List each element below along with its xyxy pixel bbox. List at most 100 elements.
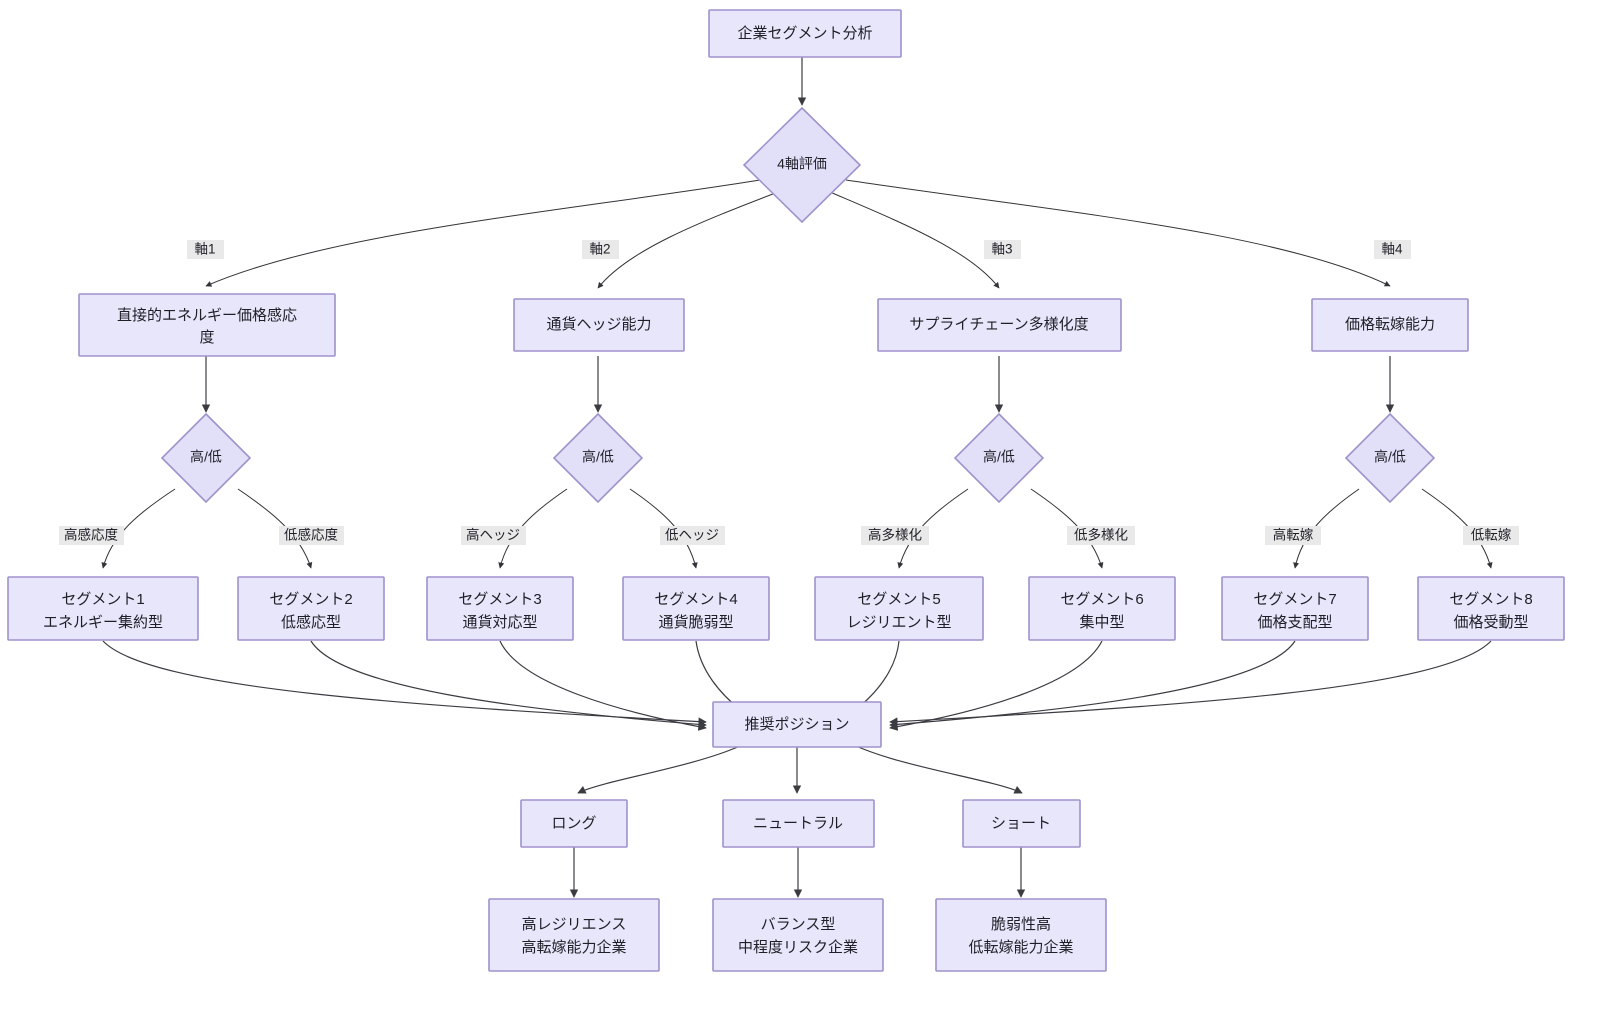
node-position-long[interactable]: ロング [520,799,628,848]
node-segment-6-line2: 集中型 [1079,614,1124,631]
node-axis-4[interactable]: 価格転嫁能力 [1311,298,1469,352]
node-axis-2[interactable]: 通貨ヘッジ能力 [513,298,685,352]
edge-label-branch-2: 低感応度 [279,526,344,545]
node-outcome-3-line1: 脆弱性高 [991,915,1051,933]
node-position-neutral[interactable]: ニュートラル [722,799,875,848]
edge-decision3-to-seg6 [1030,488,1104,569]
edge-decision2-to-seg4 [629,488,698,569]
node-segment-2[interactable]: セグメント2 低感応型 [237,576,385,641]
edge-label-axis4-text: 軸4 [1381,242,1403,257]
edge-seg5-to-position [853,640,900,712]
node-recommended-position[interactable]: 推奨ポジション [712,701,882,748]
edge-label-axis1: 軸1 [187,240,224,259]
node-position-long-label: ロング [551,815,596,832]
node-axis-2-label: 通貨ヘッジ能力 [546,316,651,333]
edge-seg4-to-position [695,640,743,712]
edge-position-to-short [855,745,1023,794]
node-decision-4[interactable]: 高/低 [1344,412,1436,504]
edge-label-branch-7: 高転嫁 [1265,526,1321,545]
edge-label-branch-4-text: 低ヘッジ [665,528,719,543]
edge-label-branch-1-text: 高感応度 [64,527,118,543]
edge-decision1-to-seg1 [101,488,176,569]
node-segment-2-line1: セグメント2 [269,591,352,608]
node-decision-3-label: 高/低 [983,449,1015,465]
edge-label-branch-3: 高ヘッジ [461,526,526,545]
edge-root-to-axis2 [597,191,779,289]
edge-seg7-to-position [889,640,1296,729]
edge-label-branch-4: 低ヘッジ [660,526,725,545]
edge-root-to-axis1 [205,179,761,287]
node-segment-5[interactable]: セグメント5 レジリエント型 [814,576,984,641]
node-segment-3-line1: セグメント3 [458,591,541,608]
node-outcome-2-line1: バランス型 [761,916,836,933]
edge-label-branch-5: 高多様化 [861,526,929,545]
node-title[interactable]: 企業セグメント分析 [708,9,902,58]
edge-label-axis2-text: 軸2 [589,242,610,257]
edge-seg6-to-position [889,640,1103,731]
node-position-short-label: ショート [991,815,1051,832]
edge-position-to-long [577,745,741,794]
node-axis-4-label: 価格転嫁能力 [1345,316,1435,333]
node-segment-1[interactable]: セグメント1 エネルギー集約型 [7,576,199,641]
node-decision-2-label: 高/低 [582,449,614,465]
node-decision-1[interactable]: 高/低 [160,412,252,504]
node-segment-8-line1: セグメント8 [1449,591,1532,608]
node-segment-1-line1: セグメント1 [61,591,144,608]
edge-decision1-to-seg2 [237,488,313,569]
node-decision-2[interactable]: 高/低 [552,412,644,504]
node-segment-6[interactable]: セグメント6 集中型 [1028,576,1176,641]
edge-label-axis3: 軸3 [984,240,1021,259]
node-axis-3[interactable]: サプライチェーン多様化度 [877,298,1122,352]
node-recommended-position-label: 推奨ポジション [744,716,849,733]
edge-label-branch-8-text: 低転嫁 [1471,528,1512,543]
node-axis-1[interactable]: 直接的エネルギー価格感応 度 [78,293,336,357]
edge-label-branch-7-text: 高転嫁 [1273,527,1314,543]
node-title-label: 企業セグメント分析 [737,24,872,42]
node-segment-6-line1: セグメント6 [1060,591,1143,608]
edge-decision2-to-seg3 [498,488,568,569]
node-segment-2-line2: 低感応型 [281,614,341,631]
edge-label-branch-8: 低転嫁 [1463,526,1519,545]
node-axis-1-label-line2: 度 [199,329,214,346]
edge-decision3-to-seg5 [897,488,969,569]
node-segment-3[interactable]: セグメント3 通貨対応型 [426,576,574,641]
edge-label-axis3-text: 軸3 [991,242,1012,257]
edge-label-branch-2-text: 低感応度 [284,527,338,543]
edge-seg2-to-position [310,640,707,729]
node-outcome-1-line2: 高転嫁能力企業 [521,938,626,956]
edge-label-branch-6-text: 低多様化 [1074,527,1128,543]
node-outcome-1[interactable]: 高レジリエンス 高転嫁能力企業 [488,898,660,972]
node-outcome-2[interactable]: バランス型 中程度リスク企業 [712,898,884,972]
edge-label-axis4: 軸4 [1374,240,1411,259]
node-outcome-1-line1: 高レジリエンス [522,916,627,933]
node-outcome-3-line2: 低転嫁能力企業 [968,938,1073,956]
node-root-decision-label: 4軸評価 [777,156,827,172]
node-segment-5-line2: レジリエント型 [846,614,951,631]
edge-root-to-axis4 [845,179,1391,287]
node-decision-3[interactable]: 高/低 [953,412,1045,504]
node-segment-7-line2: 価格支配型 [1257,614,1332,631]
node-segment-3-line2: 通貨対応型 [462,614,537,631]
node-position-short[interactable]: ショート [962,799,1081,848]
node-root-decision[interactable]: 4軸評価 [742,106,862,224]
node-outcome-3[interactable]: 脆弱性高 低転嫁能力企業 [935,898,1107,972]
node-segment-4[interactable]: セグメント4 通貨脆弱型 [622,576,770,641]
edge-label-branch-5-text: 高多様化 [868,527,922,543]
node-position-neutral-label: ニュートラル [753,815,843,832]
edge-label-axis2: 軸2 [582,240,619,259]
node-segment-8-line2: 価格受動型 [1453,614,1528,631]
node-axis-1-label-line1: 直接的エネルギー価格感応 [117,307,297,324]
node-segment-4-line2: 通貨脆弱型 [658,613,733,631]
node-segment-5-line1: セグメント5 [857,591,940,608]
node-segment-8[interactable]: セグメント8 価格受動型 [1417,576,1565,641]
node-axis-3-label: サプライチェーン多様化度 [909,316,1088,333]
node-segment-1-line2: エネルギー集約型 [43,614,163,631]
edge-decision4-to-seg7 [1293,488,1360,569]
node-decision-1-label: 高/低 [190,449,222,465]
node-segment-7[interactable]: セグメント7 価格支配型 [1221,576,1369,641]
edge-label-axis1-text: 軸1 [194,242,215,257]
edge-root-to-axis3 [829,191,1000,289]
edge-label-branch-6: 低多様化 [1067,526,1135,545]
